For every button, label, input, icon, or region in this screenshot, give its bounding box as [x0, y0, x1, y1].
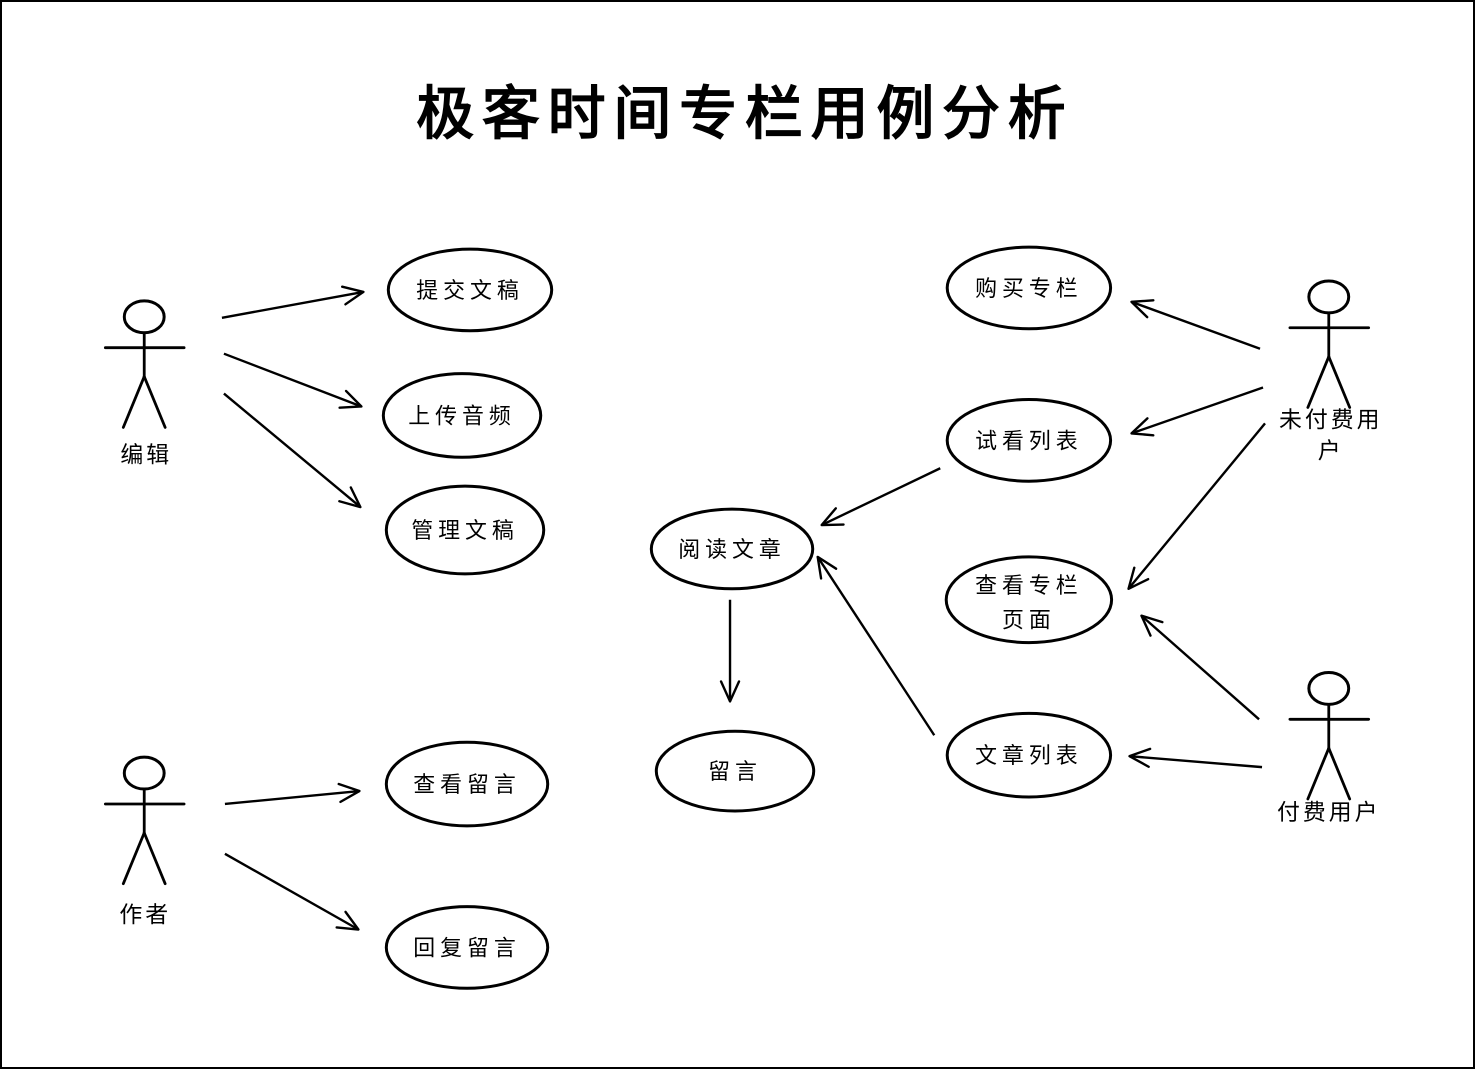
use-case-submit-manuscript: 提交文稿: [386, 247, 554, 333]
actor-label: 未付费用: [1279, 407, 1383, 433]
use-case-ellipse: [654, 729, 816, 813]
actor-label: 作者: [119, 903, 171, 929]
use-case-label: 查看专栏: [975, 574, 1083, 599]
use-case-ellipse: [945, 711, 1113, 799]
actor-author: 作者: [103, 755, 186, 929]
association-unpaid-user-to-buy-column: [1130, 299, 1261, 350]
association-author-to-view-comments: [224, 782, 361, 806]
association-paid-user-to-article-list: [1128, 747, 1263, 769]
diagram-title: 极客时间专栏用例分析: [416, 80, 1073, 148]
use-case-label: 管理文稿: [411, 519, 519, 544]
use-case-article-list: 文章列表: [945, 711, 1113, 799]
use-case-label: 文章列表: [975, 744, 1083, 769]
association-editor-to-manage-manuscript: [223, 392, 362, 509]
association-unpaid-user-to-trial-list: [1130, 386, 1264, 437]
use-case-buy-column: 购买专栏: [945, 245, 1113, 331]
association-article-list-to-read-article: [816, 555, 936, 736]
actor-head: [1307, 279, 1351, 315]
use-case-label: 阅读文章: [678, 538, 786, 563]
use-case-read-article: 阅读文章: [649, 507, 815, 591]
use-case-leave-comment: 留言: [654, 729, 816, 813]
use-case-trial-list: 试看列表: [945, 398, 1113, 483]
use-case-label: 试看列表: [975, 429, 1083, 454]
use-case-ellipse: [649, 507, 815, 591]
actor-left-leg: [121, 831, 146, 886]
use-case-ellipse: [944, 555, 1114, 645]
relations-layer: [221, 285, 1266, 931]
use-case-ellipse: [384, 905, 550, 990]
use-case-label: 提交文稿: [416, 279, 524, 304]
actor-label: 编辑: [120, 442, 172, 468]
use-case-ellipse: [384, 484, 546, 576]
use-case-ellipse: [384, 740, 550, 828]
use-case-upload-audio: 上传音频: [381, 372, 543, 459]
actor-head: [122, 755, 166, 791]
actor-editor: 编辑: [103, 299, 186, 468]
use-case-ellipse: [381, 372, 543, 459]
actor-head: [122, 299, 166, 335]
use-case-label: 回复留言: [413, 936, 521, 961]
actor-left-leg: [1306, 355, 1331, 409]
use-case-label: 购买专栏: [975, 277, 1083, 302]
actor-label: 付费用户: [1277, 800, 1381, 826]
use-case-label: 上传音频: [408, 404, 516, 429]
actor-right-leg: [1327, 746, 1352, 801]
association-paid-user-to-view-column-page: [1140, 614, 1260, 721]
use-case-ellipse: [945, 245, 1113, 331]
association-author-to-reply-comments: [224, 852, 360, 931]
actor-left-leg: [121, 375, 146, 429]
actor-right-leg: [1327, 355, 1352, 409]
use-case-reply-comments: 回复留言: [384, 905, 550, 990]
association-editor-to-submit-manuscript: [221, 285, 365, 319]
association-unpaid-user-to-view-column-page: [1127, 422, 1266, 590]
use-case-label: 查看留言: [413, 773, 521, 798]
use-case-label: 留言: [708, 760, 762, 785]
use-case-ellipse: [386, 247, 554, 333]
actor-head: [1307, 670, 1351, 706]
association-editor-to-upload-audio: [223, 352, 363, 409]
use-case-label: 页面: [1002, 609, 1056, 634]
actor-left-leg: [1306, 746, 1331, 801]
actor-paid-user: 付费用户: [1277, 670, 1381, 826]
use-case-view-comments: 查看留言: [384, 740, 550, 828]
use-case-manage-manuscript: 管理文稿: [384, 484, 546, 576]
association-trial-list-to-read-article: [820, 467, 941, 527]
actor-right-leg: [142, 831, 167, 886]
actor-label: 户: [1318, 438, 1344, 464]
use-case-ellipse: [945, 398, 1113, 483]
actor-right-leg: [142, 375, 167, 429]
